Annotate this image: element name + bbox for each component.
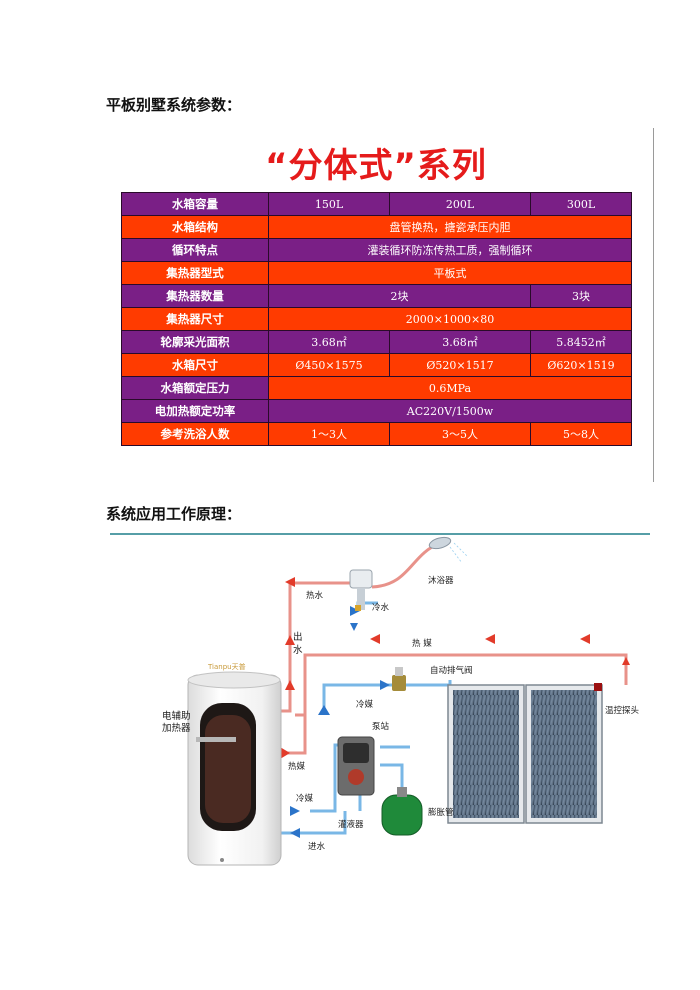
- table-cell: 5.8452㎡: [530, 330, 632, 354]
- table-cell: 3块: [530, 284, 632, 308]
- row-label: 水箱结构: [121, 215, 269, 239]
- spec-table: 水箱容量 150L 200L 300L 水箱结构 盘管换热，搪瓷承压内胆 循环特…: [121, 192, 632, 446]
- label-heater-1: 电辅助: [162, 710, 191, 722]
- table-cell: 3.68㎡: [268, 330, 390, 354]
- label-hot-medium-left: 热媒: [288, 761, 306, 772]
- expansion-tank-icon: [381, 787, 423, 836]
- series-banner: “分体式”系列: [265, 146, 487, 186]
- brand-logo: Tianpu天普: [207, 662, 246, 671]
- row-label: 参考洗浴人数: [121, 422, 269, 446]
- label-heater-2: 加热器: [162, 722, 191, 734]
- table-row: 循环特点 灌装循环防冻传热工质，强制循环: [121, 238, 632, 262]
- label-expansion: 膨胀管: [428, 807, 454, 818]
- table-row: 集热器型式 平板式: [121, 261, 632, 285]
- row-label: 集热器数量: [121, 284, 269, 308]
- label-cold-medium-1: 冷媒: [356, 699, 374, 710]
- label-air-valve: 自动排气阀: [430, 665, 473, 676]
- row-label: 水箱容量: [121, 192, 269, 216]
- table-row: 集热器尺寸 2000×1000×80: [121, 307, 632, 331]
- air-valve-icon: [392, 667, 406, 691]
- table-cell: 2块: [268, 284, 531, 308]
- solar-collector-1: [447, 684, 525, 824]
- params-heading: 平板别墅系统参数：: [106, 96, 242, 114]
- table-cell: 灌装循环防冻传热工质，强制循环: [268, 238, 632, 262]
- row-label: 水箱尺寸: [121, 353, 269, 377]
- temp-probe-icon: [594, 683, 602, 691]
- mixer-faucet-icon: [349, 569, 373, 611]
- principle-heading: 系统应用工作原理：: [106, 505, 242, 523]
- label-filler: 灌液器: [338, 819, 364, 830]
- flow-arrows: [280, 577, 630, 759]
- solar-collector-2: [525, 684, 603, 824]
- row-label: 集热器型式: [121, 261, 269, 285]
- row-label: 电加热额定功率: [121, 399, 269, 423]
- table-row: 电加热额定功率 AC220V/1500w: [121, 399, 632, 423]
- shower-head-icon: [428, 536, 469, 564]
- table-cell: 3～5人: [389, 422, 531, 446]
- label-hot-medium-top: 热 媒: [412, 638, 432, 649]
- table-cell: 0.6MPa: [268, 376, 632, 400]
- row-label: 集热器尺寸: [121, 307, 269, 331]
- table-cell: 200L: [389, 192, 531, 216]
- row-label: 水箱额定压力: [121, 376, 269, 400]
- label-pump: 泵站: [372, 721, 390, 732]
- table-row: 水箱尺寸 Ø450×1575 Ø520×1517 Ø620×1519: [121, 353, 632, 377]
- label-outlet-1: 出: [293, 631, 303, 643]
- water-tank: [187, 671, 282, 866]
- label-temp-probe: 温控探头: [605, 705, 640, 716]
- table-cell: 3.68㎡: [389, 330, 531, 354]
- table-cell: 平板式: [268, 261, 632, 285]
- table-row: 水箱结构 盘管换热，搪瓷承压内胆: [121, 215, 632, 239]
- table-row: 参考洗浴人数 1～3人 3～5人 5～8人: [121, 422, 632, 446]
- table-cell: Ø520×1517: [389, 353, 531, 377]
- table-cell: 150L: [268, 192, 390, 216]
- pump-station-icon: [337, 736, 375, 796]
- table-cell: Ø450×1575: [268, 353, 390, 377]
- label-hot-water: 热水: [306, 590, 324, 601]
- table-row: 水箱容量 150L 200L 300L: [121, 192, 632, 216]
- label-cold-medium-2: 冷媒: [296, 793, 314, 804]
- table-cell: 5～8人: [530, 422, 632, 446]
- table-cell: 盘管换热，搪瓷承压内胆: [268, 215, 632, 239]
- table-cell: 2000×1000×80: [268, 307, 632, 331]
- row-label: 轮廓采光面积: [121, 330, 269, 354]
- table-cell: 300L: [530, 192, 632, 216]
- table-row: 轮廓采光面积 3.68㎡ 3.68㎡ 5.8452㎡: [121, 330, 632, 354]
- label-cold-water: 冷水: [372, 602, 390, 613]
- system-diagram: 沐浴器 热水 冷水 出 水 热 媒 自动排气阀 温控探头 Tianpu天普 电辅…: [110, 515, 655, 877]
- label-shower: 沐浴器: [428, 575, 454, 586]
- table-cell: 1～3人: [268, 422, 390, 446]
- table-row: 集热器数量 2块 3块: [121, 284, 632, 308]
- page-margin-line: [653, 128, 654, 482]
- label-outlet-2: 水: [293, 644, 303, 656]
- table-cell: AC220V/1500w: [268, 399, 632, 423]
- label-inlet: 进水: [308, 841, 326, 852]
- row-label: 循环特点: [121, 238, 269, 262]
- table-cell: Ø620×1519: [530, 353, 632, 377]
- table-row: 水箱额定压力 0.6MPa: [121, 376, 632, 400]
